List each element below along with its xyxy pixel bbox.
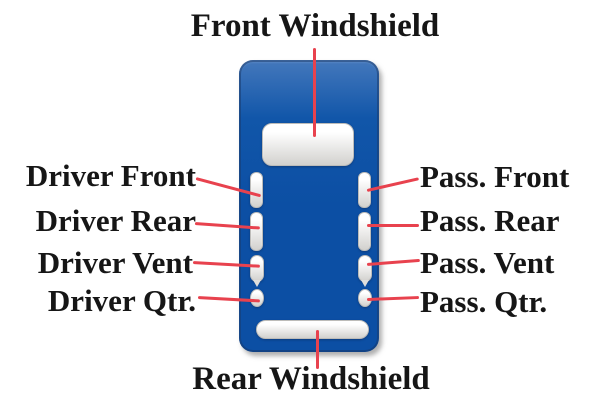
driver-front-label: Driver Front (25, 158, 196, 193)
driver-rear-label: Driver Rear (35, 203, 196, 238)
driver-front-window (250, 172, 263, 208)
driver-rear-window (250, 212, 263, 251)
front-windshield-connector-line (313, 48, 316, 137)
driver-vent-window (250, 255, 264, 287)
pass-qtr-connector-line (366, 296, 420, 301)
pass-qtr-label: Pass. Qtr. (420, 284, 548, 319)
pass-rear-label: Pass. Rear (420, 203, 560, 238)
driver-qtr-label: Driver Qtr. (47, 283, 196, 318)
car-body (239, 60, 379, 352)
rear-windshield-label: Rear Windshield (192, 361, 430, 397)
rear-windshield-connector-line (316, 330, 319, 369)
pass-front-label: Pass. Front (420, 159, 570, 194)
pass-rear-connector-line (367, 224, 419, 227)
front-windshield-glass (262, 123, 354, 166)
driver-qtr-window (250, 289, 264, 307)
pass-rear-window (358, 212, 371, 251)
pass-vent-window (358, 255, 372, 287)
rear-windshield-glass (256, 320, 369, 339)
front-windshield-label: Front Windshield (190, 8, 440, 44)
driver-vent-label: Driver Vent (37, 245, 193, 280)
pass-vent-label: Pass. Vent (420, 245, 555, 280)
